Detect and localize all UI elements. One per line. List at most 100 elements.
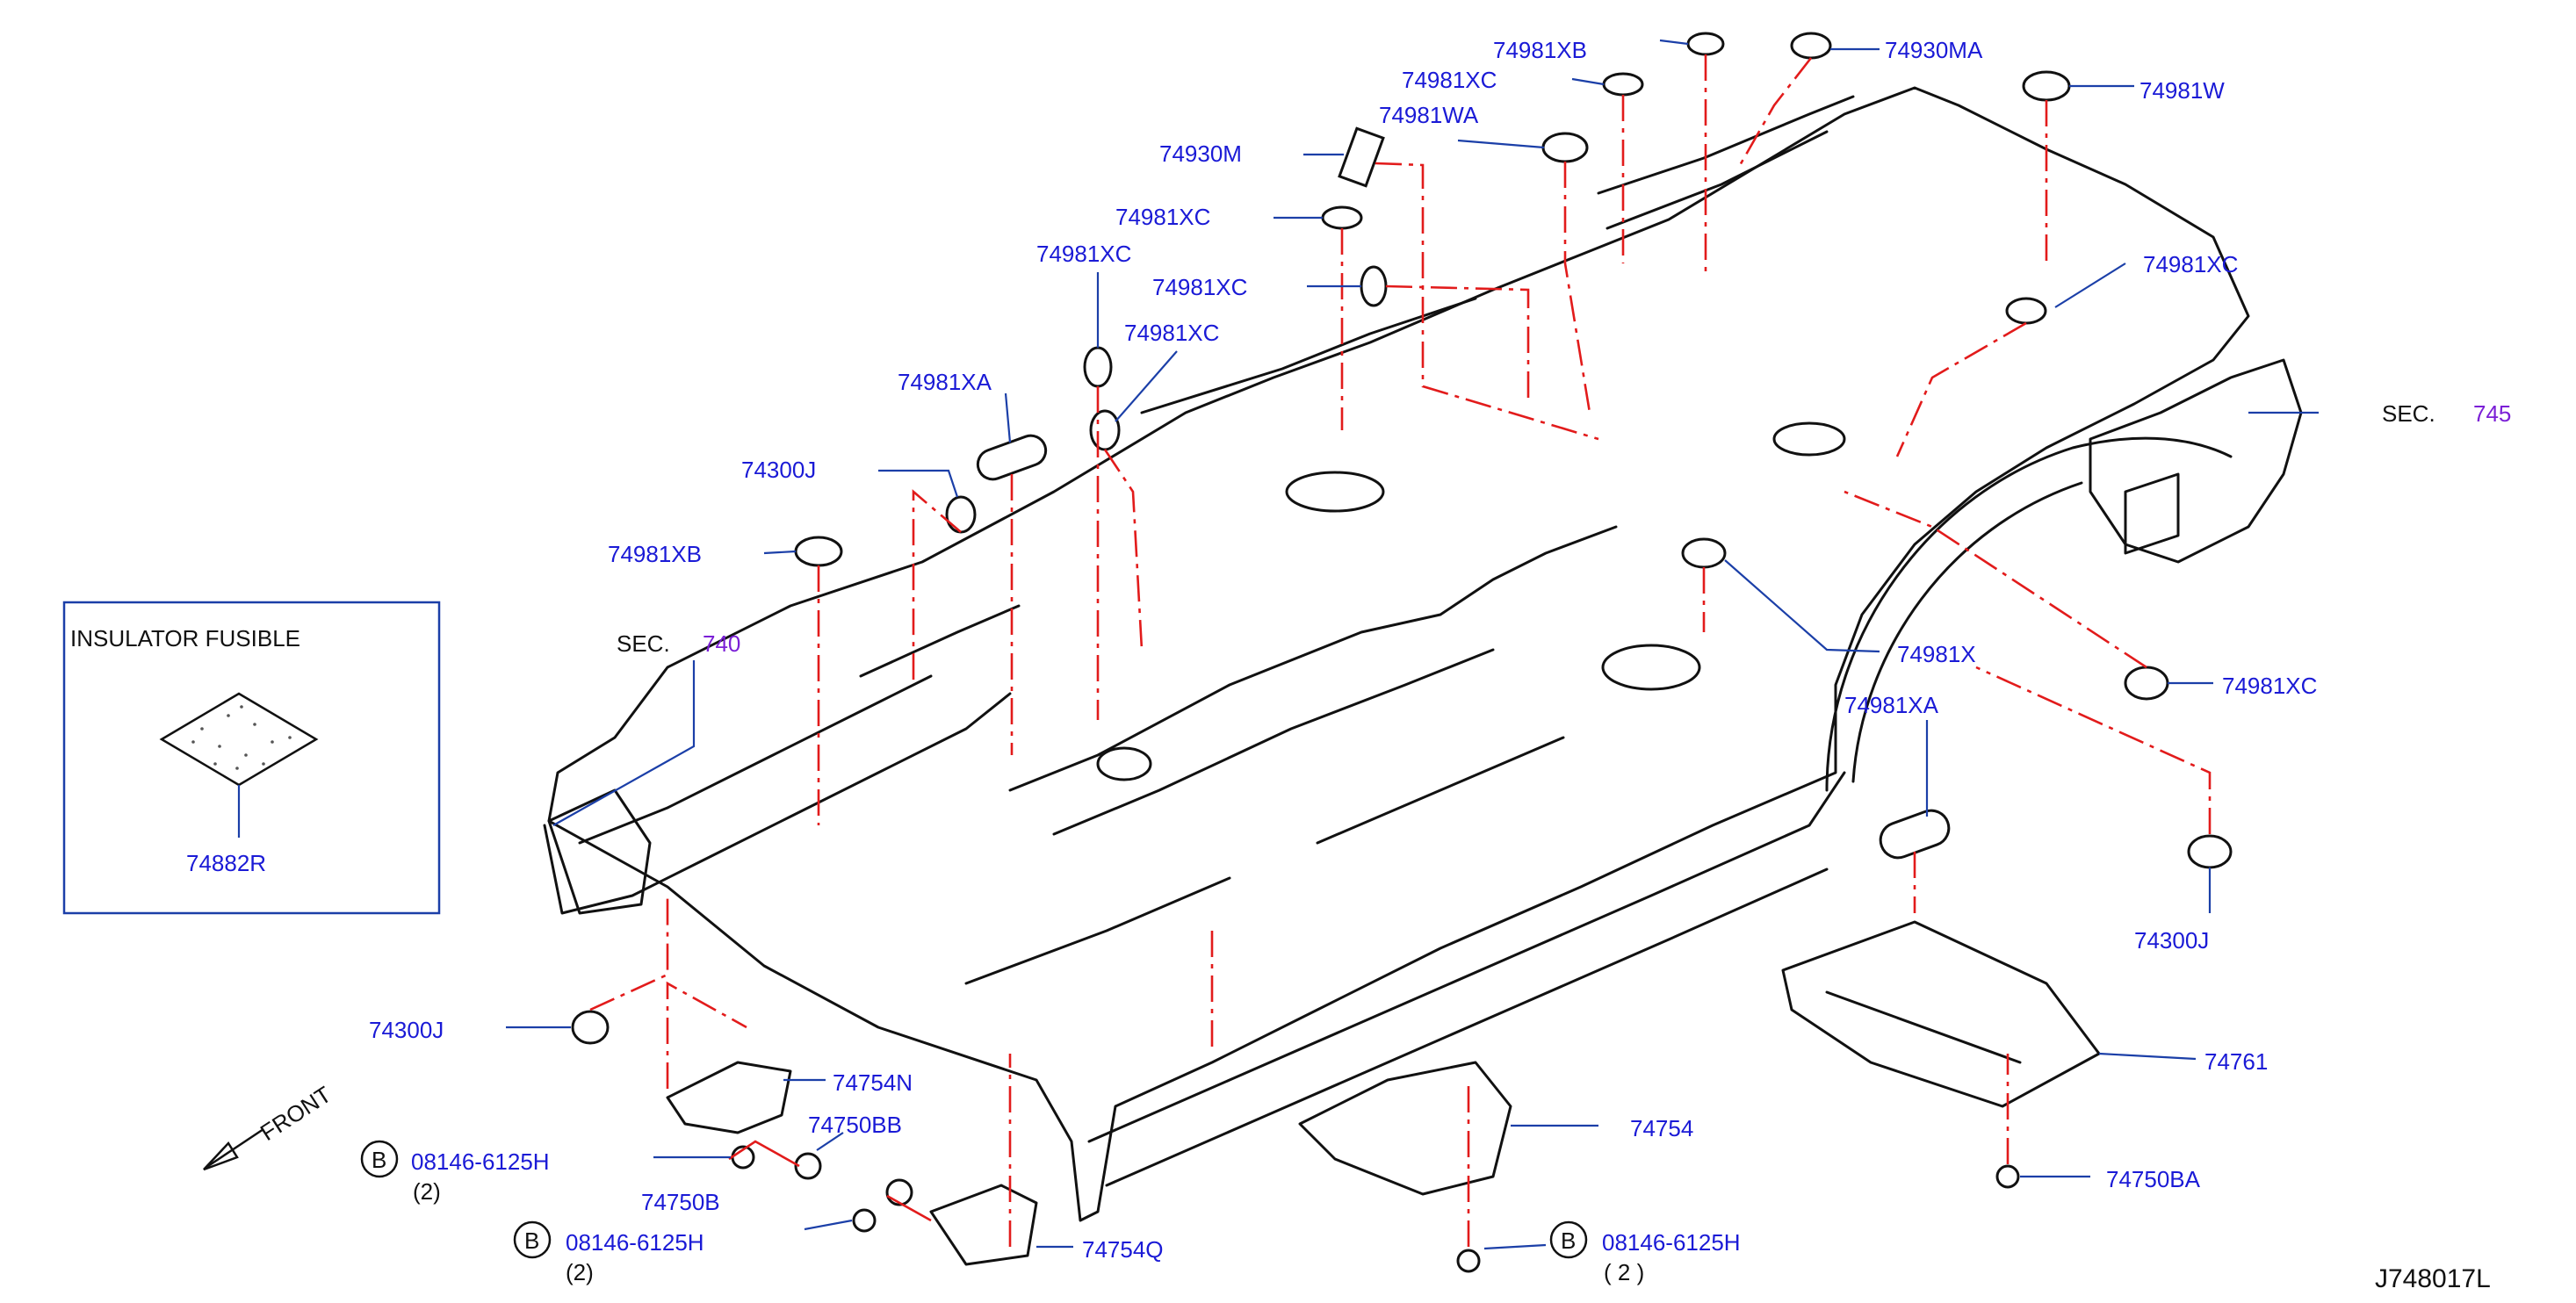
label-74754q: 74754Q (1082, 1236, 1164, 1263)
label-74300j-right: 74300J (2134, 927, 2209, 954)
plug-74981xb-top (1686, 32, 1725, 56)
bolt-markers: B B B (360, 1140, 1588, 1259)
leader-lines (506, 39, 2319, 1250)
plug-74930ma (1790, 32, 1832, 60)
cover-74754n-shape (666, 1061, 792, 1134)
install-line (1385, 284, 1530, 404)
front-arrow-shaft (205, 1127, 264, 1170)
install-line (1375, 162, 1599, 441)
front-arrow-icon (203, 1141, 239, 1171)
plug-74981xa-right (1879, 809, 1951, 860)
front-left-section (547, 788, 652, 915)
label-74981xa-left: 74981XA (898, 369, 992, 395)
label-74981xc-b: 74981XC (1115, 204, 1210, 230)
plug-74981xc-c (1083, 346, 1113, 388)
install-line (728, 1140, 800, 1168)
leader (552, 660, 696, 826)
label-bolt1: 08146-6125H (411, 1148, 550, 1175)
label-74981x: 74981X (1897, 641, 1976, 667)
leader (1571, 77, 1605, 86)
label-74930ma: 74930MA (1885, 37, 1983, 63)
plug-74981xc-a (1602, 72, 1644, 97)
install-line (912, 489, 962, 685)
right-sill-inner (1105, 867, 1829, 1187)
install-line (1103, 449, 1144, 651)
grommet-74300j-left (571, 1010, 610, 1045)
label-bolt1-qty: (2) (413, 1178, 441, 1205)
label-sec745-num: 745 (2473, 400, 2511, 427)
nut-74750bb-a (794, 1152, 822, 1180)
label-74300j-left: 74300J (369, 1017, 444, 1043)
cover-74761-shape (1781, 920, 2101, 1108)
leader (763, 550, 797, 555)
install-line (1975, 666, 2212, 834)
inset-insulator-fusible: INSULATOR FUSIBLE 74882R (62, 601, 441, 915)
label-sec740-num: 740 (703, 630, 740, 657)
label-sec740-prefix: SEC. (617, 630, 670, 657)
part-labels: 74981XB 74930MA 74981W 74981XC 74981WA 7… (369, 37, 2511, 1293)
label-74754n: 74754N (833, 1069, 913, 1096)
label-74981xc-e: 74981XC (1124, 320, 1219, 346)
leader (816, 1132, 844, 1151)
floor-rib-2 (1316, 736, 1565, 845)
left-sill-inner (578, 674, 933, 845)
bolt-marker-1: B (372, 1147, 386, 1173)
floor-hole-2 (1601, 644, 1701, 691)
front-indicator: FRONT (203, 1081, 336, 1171)
install-line (1737, 57, 1813, 168)
install-line (1844, 490, 2147, 669)
leader (1659, 39, 1689, 46)
leader (878, 469, 959, 498)
plug-74981xc-e (1089, 409, 1121, 451)
leader (2054, 263, 2126, 308)
plug-74981wa (1541, 132, 1589, 163)
floor-hole-4 (1096, 746, 1152, 781)
install-line (1563, 162, 1591, 414)
plug-74930m (1338, 126, 1385, 188)
rear-wheel-arch-inner (1851, 481, 2083, 783)
insulator-pad-texture (191, 705, 292, 770)
rear-panel (2089, 358, 2303, 564)
grommet-74300j-right (2187, 834, 2233, 869)
label-74981xc-lower: 74981XC (2222, 673, 2317, 699)
leader (1457, 139, 1545, 149)
grommet-74300j-upper (945, 495, 977, 534)
bolt-08146-c (1456, 1249, 1481, 1273)
floor-rib-1 (859, 604, 1021, 678)
floor-panel-outline (547, 86, 2250, 1222)
floor-rib-3 (964, 876, 1231, 985)
plug-74981xa-left (976, 434, 1048, 481)
nut-74750bb-b (885, 1178, 913, 1206)
cover-74754-shape (1298, 1061, 1512, 1196)
label-74981xc-c: 74981XC (1036, 241, 1131, 267)
label-74981xc-d: 74981XC (1152, 274, 1247, 300)
cover-74761-rib (1825, 990, 2022, 1064)
left-sill-outline (543, 692, 1012, 915)
label-sec745-prefix: SEC. (2382, 400, 2435, 427)
label-74981xc-right: 74981XC (2143, 251, 2238, 277)
bolt-08146-b (852, 1208, 877, 1233)
plug-74981xc-d (1360, 265, 1388, 307)
grommet-74981xc-lower (2124, 666, 2169, 701)
install-line (1895, 321, 2027, 457)
bolt-marker-3: B (1561, 1227, 1576, 1254)
cover-74754q-shape (929, 1184, 1038, 1266)
leader (1724, 559, 1880, 653)
rear-wheel-arch (1825, 436, 2233, 792)
inset-part-label: 74882R (186, 850, 266, 876)
bolt-marker-2-icon (513, 1220, 552, 1259)
label-74300j-upper: 74300J (741, 457, 816, 483)
label-74750b: 74750B (641, 1189, 720, 1215)
installation-lines (589, 54, 2212, 1247)
leader (1115, 350, 1178, 422)
label-74981xa-right: 74981XA (1844, 692, 1939, 718)
label-74930m: 74930M (1159, 140, 1242, 167)
plug-74981xc-b (1321, 205, 1363, 230)
label-74761: 74761 (2204, 1048, 2268, 1075)
insulator-pad-shape (159, 692, 319, 787)
install-line (589, 896, 669, 1011)
install-line (886, 1194, 932, 1222)
grommets (571, 32, 2233, 1273)
install-line (666, 981, 747, 1089)
floor-hole-3 (1772, 421, 1846, 457)
